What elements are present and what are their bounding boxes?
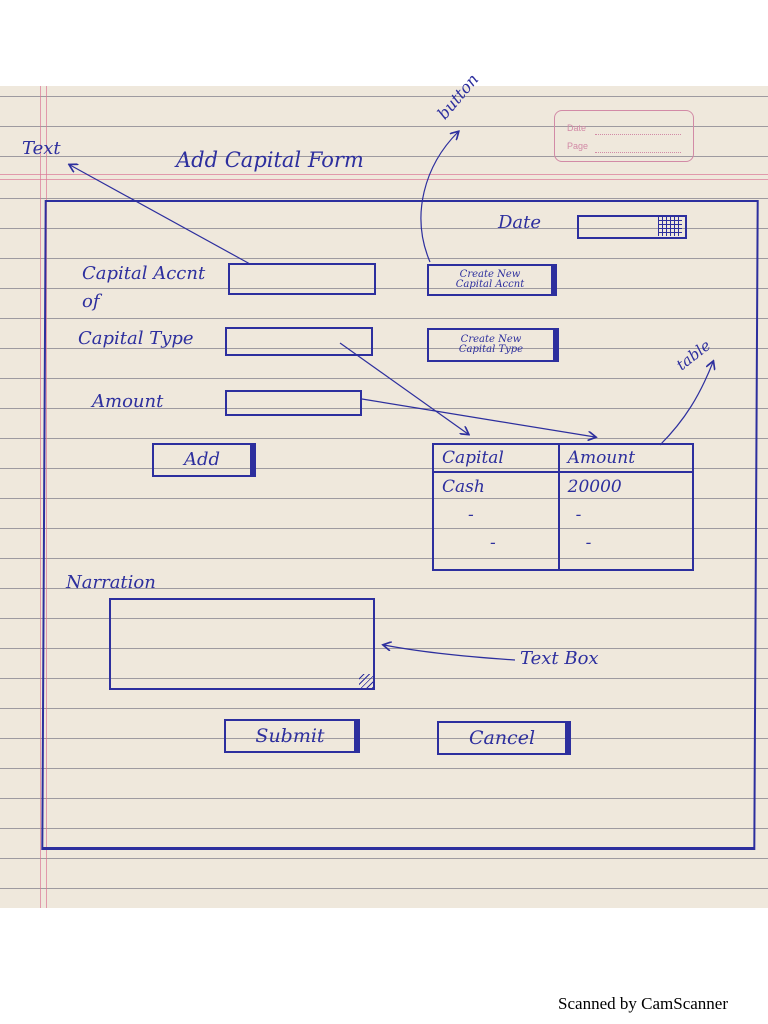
table-cell-capital: Cash <box>432 472 560 502</box>
amount-input[interactable] <box>225 390 362 416</box>
margin-line <box>46 86 47 908</box>
calendar-icon[interactable] <box>658 216 682 236</box>
capital-account-input[interactable] <box>228 263 376 295</box>
capital-account-label: Capital Accnt of <box>82 260 222 316</box>
capital-table: Capital Amount Cash 20000 - - - - <box>432 443 695 571</box>
capital-type-input[interactable] <box>225 327 373 356</box>
create-account-line2: Capital Accnt <box>455 279 525 290</box>
notebook-page-label: Page <box>567 141 589 151</box>
arrow-text-to-field <box>70 165 251 265</box>
table-cell-amount: 20000 <box>557 472 695 502</box>
date-input[interactable] <box>577 215 687 239</box>
resize-handle-icon[interactable] <box>359 674 373 688</box>
table-row: - - <box>432 529 695 558</box>
header-line <box>0 179 768 180</box>
stamp-date-line <box>595 134 681 135</box>
create-capital-account-button[interactable]: Create New Capital Accnt <box>427 264 557 296</box>
create-capital-type-button[interactable]: Create New Capital Type <box>427 328 559 362</box>
capital-account-label-text: Capital Accnt of <box>82 263 206 312</box>
submit-button[interactable]: Submit <box>224 719 360 753</box>
arrow-type-to-table <box>339 342 468 434</box>
notebook-date-page-stamp: Date Page <box>554 110 694 162</box>
scanner-footer: Scanned by CamScanner <box>558 994 728 1013</box>
add-button[interactable]: Add <box>152 443 256 477</box>
margin-line <box>40 86 41 908</box>
table-header-capital: Capital <box>432 443 560 473</box>
annotation-text-box: Text Box <box>520 648 599 669</box>
arrow-textbox <box>384 645 516 661</box>
table-cell-capital: - <box>432 501 560 530</box>
table-cell-amount: - <box>557 501 695 530</box>
table-cell-capital: - <box>432 529 560 558</box>
create-type-line2: Capital Type <box>458 344 524 355</box>
narration-textarea[interactable] <box>109 598 375 690</box>
header-line <box>0 174 768 175</box>
arrow-button <box>420 132 458 263</box>
create-type-line1: Create New <box>460 334 522 345</box>
capital-type-label: Capital Type <box>78 328 194 349</box>
cancel-button[interactable]: Cancel <box>437 721 571 755</box>
form-title: Add Capital Form <box>176 148 364 172</box>
amount-label: Amount <box>92 391 164 412</box>
notebook-date-label: Date <box>567 123 587 133</box>
annotation-text: Text <box>22 138 61 159</box>
table-row: Cash 20000 <box>432 472 695 502</box>
stamp-page-line <box>595 152 681 153</box>
table-cell-amount: - <box>557 529 695 558</box>
arrow-amount-to-table <box>361 398 595 437</box>
create-account-line1: Create New <box>459 269 521 280</box>
narration-label: Narration <box>66 572 156 593</box>
arrow-table <box>659 362 713 446</box>
date-label: Date <box>498 212 542 233</box>
table-header-amount: Amount <box>557 443 695 473</box>
table-row: - - <box>432 501 695 530</box>
